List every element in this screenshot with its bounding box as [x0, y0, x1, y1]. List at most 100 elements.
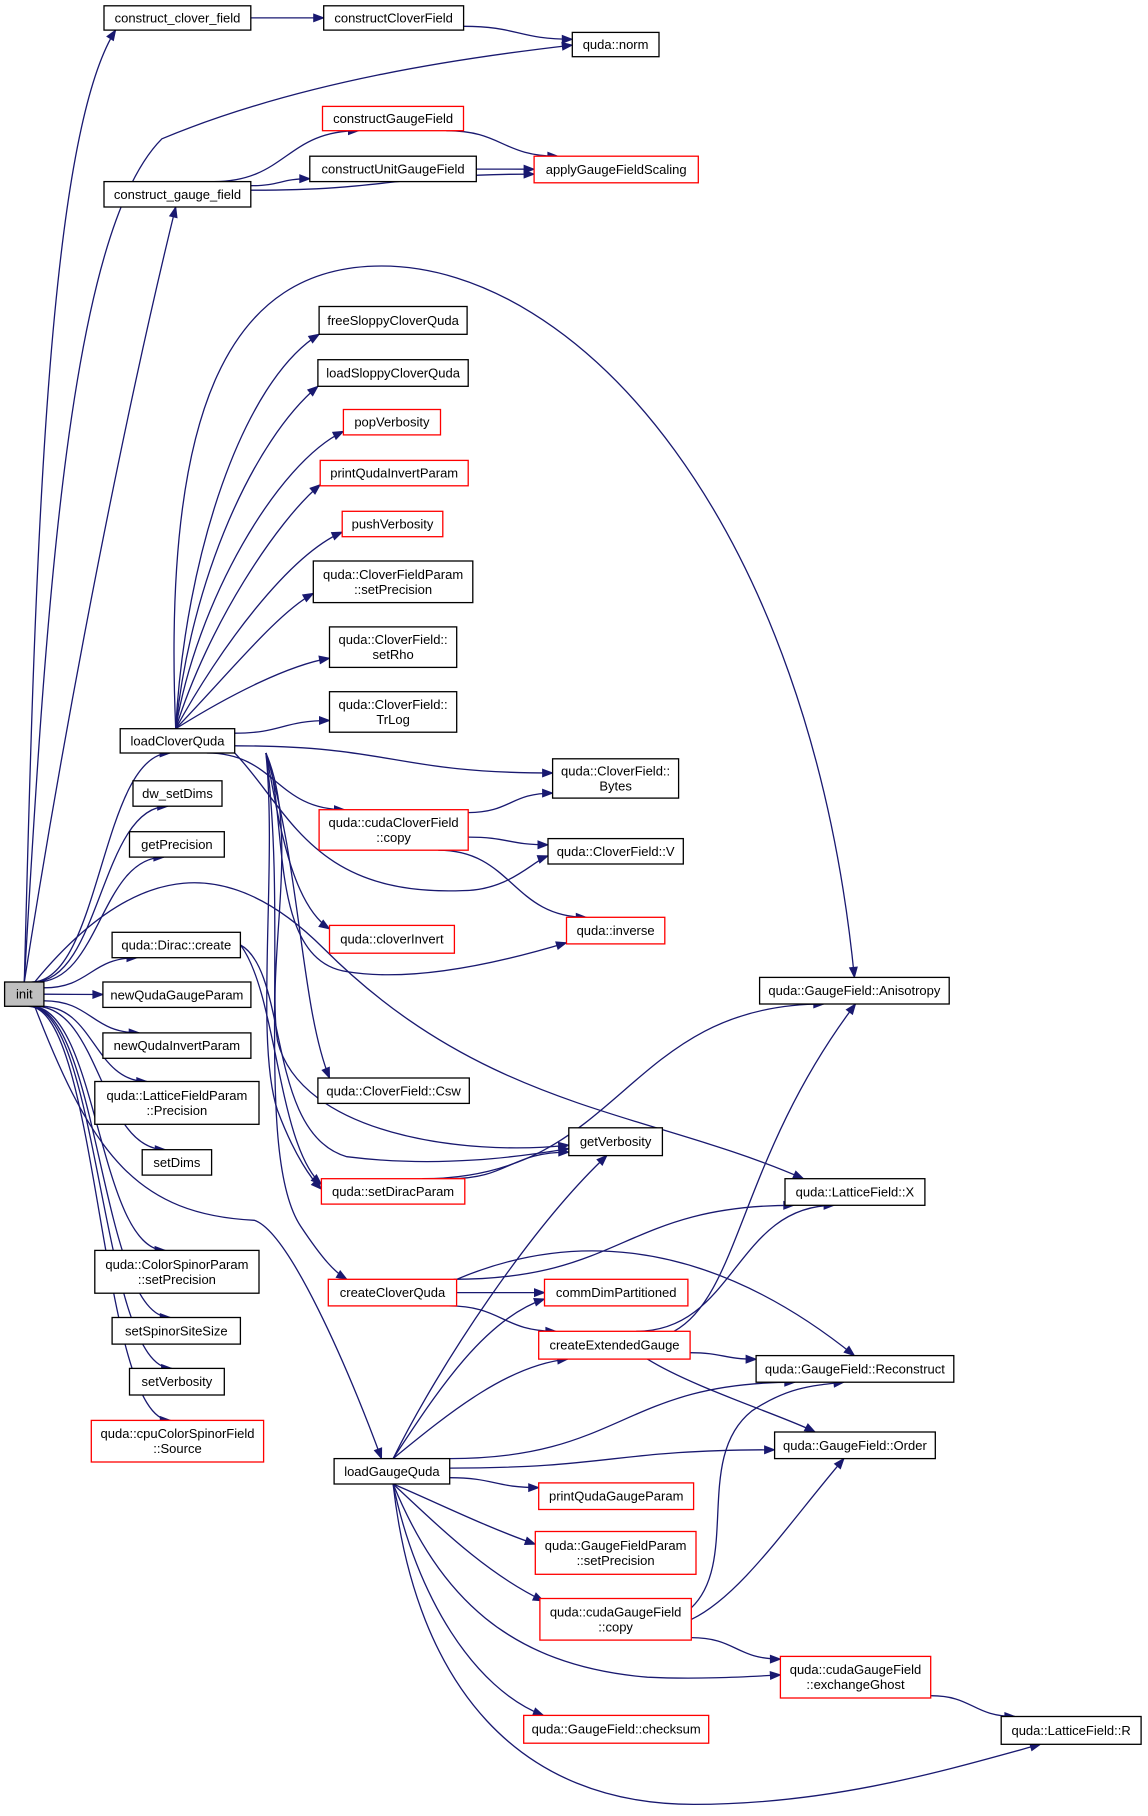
node-label: quda::cudaCloverField — [329, 815, 459, 830]
node-construct_clover_field[interactable]: construct_clover_field — [103, 5, 252, 31]
node-setDims[interactable]: setDims — [141, 1149, 213, 1176]
edge-line — [240, 944, 569, 1163]
arrowhead-icon — [792, 1170, 805, 1180]
node-box — [3, 981, 45, 1007]
edge-line — [265, 752, 569, 1149]
edge-line — [392, 1298, 545, 1459]
node-newQudaInvertParam[interactable]: newQudaInvertParam — [102, 1032, 252, 1059]
arrowhead-icon — [848, 966, 858, 979]
node-gf_Reconstruct[interactable]: quda::GaugeField::Reconstruct — [755, 1354, 955, 1383]
node-gf_Order[interactable]: quda::GaugeField::Order — [773, 1431, 936, 1460]
node-box — [547, 837, 684, 865]
node-cf_Bytes[interactable]: quda::CloverField::Bytes — [551, 758, 680, 799]
node-cgf_copy[interactable]: quda::cudaGaugeField::copy — [539, 1597, 692, 1641]
arrowhead-icon — [561, 34, 574, 44]
node-commDimPartitioned[interactable]: commDimPartitioned — [543, 1278, 689, 1307]
node-box — [571, 31, 660, 58]
node-ccsf_Source[interactable]: quda::cpuColorSpinorField::Source — [90, 1419, 265, 1463]
node-label: loadSloppyCloverQuda — [326, 366, 460, 381]
node-printQudaInvertParam[interactable]: printQudaInvertParam — [319, 459, 469, 487]
node-newQudaGaugeParam[interactable]: newQudaGaugeParam — [102, 981, 252, 1009]
node-box — [342, 408, 442, 436]
node-dw_setDims[interactable]: dw_setDims — [132, 780, 223, 807]
node-quda_inverse[interactable]: quda::inverse — [565, 916, 666, 945]
node-applyGaugeFieldScaling[interactable]: applyGaugeFieldScaling — [533, 155, 699, 184]
node-label: ::Precision — [147, 1103, 208, 1118]
node-cf_setRho[interactable]: quda::CloverField::setRho — [328, 626, 458, 669]
node-setDiracParam[interactable]: quda::setDiracParam — [320, 1178, 466, 1205]
node-lf_X[interactable]: quda::LatticeField::X — [784, 1178, 926, 1206]
node-box — [538, 1330, 691, 1360]
node-getVerbosity[interactable]: getVerbosity — [568, 1127, 664, 1157]
node-quda_norm[interactable]: quda::norm — [571, 31, 660, 58]
node-box — [102, 981, 252, 1009]
edge-constructCloverField-to-quda_norm — [463, 25, 574, 44]
node-freeSloppyCloverQuda[interactable]: freeSloppyCloverQuda — [318, 305, 468, 335]
node-box — [317, 359, 469, 387]
node-cgf_exchangeGhost[interactable]: quda::cudaGaugeField::exchangeGhost — [779, 1655, 932, 1699]
arrowhead-icon — [745, 1354, 758, 1364]
node-label: printQudaInvertParam — [330, 466, 458, 481]
node-dirac_create[interactable]: quda::Dirac::create — [111, 931, 242, 959]
node-ccf_copy[interactable]: quda::cudaCloverField::copy — [318, 809, 469, 851]
node-loadGaugeQuda[interactable]: loadGaugeQuda — [333, 1457, 451, 1485]
edge-loadCloverQuda-to-cfp_setPrecision — [175, 592, 315, 730]
node-box — [565, 916, 666, 945]
node-cloverInvert[interactable]: quda::cloverInvert — [328, 924, 456, 954]
edge-line — [468, 792, 553, 814]
node-lfp_Precision[interactable]: quda::LatticeFieldParam::Precision — [94, 1080, 260, 1125]
node-constructCloverField[interactable]: constructCloverField — [323, 5, 465, 31]
node-cf_Csw[interactable]: quda::CloverField::Csw — [317, 1077, 470, 1105]
node-gf_checksum[interactable]: quda::GaugeField::checksum — [523, 1714, 710, 1744]
node-constructUnitGaugeField[interactable]: constructUnitGaugeField — [309, 155, 477, 183]
node-label: quda::setDiracParam — [332, 1184, 454, 1199]
node-label: createExtendedGauge — [549, 1338, 679, 1353]
arrowhead-icon — [168, 205, 178, 219]
arrowhead-icon — [803, 1423, 817, 1433]
node-popVerbosity[interactable]: popVerbosity — [342, 408, 442, 436]
node-setSpinorSiteSize[interactable]: setSpinorSiteSize — [111, 1316, 242, 1345]
node-construct_gauge_field[interactable]: construct_gauge_field — [103, 180, 252, 208]
node-box — [132, 780, 223, 807]
node-createCloverQuda[interactable]: createCloverQuda — [327, 1278, 458, 1307]
edge-dirac_create-to-setDiracParam — [239, 944, 323, 1186]
node-loadSloppyCloverQuda[interactable]: loadSloppyCloverQuda — [317, 359, 469, 387]
edge-line — [265, 752, 322, 1190]
node-init[interactable]: init — [3, 981, 45, 1007]
edge-loadCloverQuda-to-cf_TrLog — [234, 715, 331, 734]
node-label: createCloverQuda — [340, 1285, 446, 1300]
node-box — [309, 155, 477, 183]
node-cfp_setPrecision[interactable]: quda::CloverFieldParam::setPrecision — [312, 560, 474, 604]
edge-construct_gauge_field-to-constructUnitGaugeField — [250, 174, 312, 187]
node-box — [1000, 1715, 1142, 1745]
node-lf_R[interactable]: quda::LatticeField::R — [1000, 1715, 1142, 1745]
node-getPrecision[interactable]: getPrecision — [128, 831, 225, 858]
edge-line — [206, 752, 345, 811]
node-constructGaugeField[interactable]: constructGaugeField — [321, 105, 465, 132]
node-label: quda::CloverField::Csw — [326, 1083, 461, 1098]
edge-line — [392, 1483, 544, 1602]
edge-line — [239, 944, 322, 1185]
edge-line — [691, 1458, 845, 1620]
node-label: quda::CloverField:: — [339, 697, 448, 712]
edge-loadGaugeQuda-to-cgf_copy — [392, 1483, 545, 1602]
edge-line — [468, 836, 549, 846]
node-cf_TrLog[interactable]: quda::CloverField::TrLog — [328, 691, 458, 733]
node-loadCloverQuda[interactable]: loadCloverQuda — [119, 728, 236, 754]
node-pushVerbosity[interactable]: pushVerbosity — [341, 510, 444, 538]
node-printQudaGaugeParam[interactable]: printQudaGaugeParam — [538, 1482, 695, 1511]
node-gfp_setPrecision[interactable]: quda::GaugeFieldParam::setPrecision — [534, 1530, 697, 1575]
edge-loadCloverQuda-to-cf_V — [234, 752, 550, 892]
node-csp_setPrecision[interactable]: quda::ColorSpinorParam::setPrecision — [94, 1249, 260, 1294]
node-setVerbosity[interactable]: setVerbosity — [128, 1367, 225, 1396]
node-box — [103, 5, 252, 31]
node-label: constructCloverField — [334, 10, 453, 25]
node-createExtendedGauge[interactable]: createExtendedGauge — [538, 1330, 691, 1360]
node-cf_V[interactable]: quda::CloverField::V — [547, 837, 684, 865]
edge-loadGaugeQuda-to-gf_Order — [449, 1445, 777, 1469]
arrowhead-icon — [373, 1447, 383, 1460]
node-label: newQudaGaugeParam — [110, 987, 243, 1002]
edge-line — [234, 752, 549, 892]
node-box — [111, 931, 242, 959]
node-gf_Anisotropy[interactable]: quda::GaugeField::Anisotropy — [758, 976, 950, 1005]
